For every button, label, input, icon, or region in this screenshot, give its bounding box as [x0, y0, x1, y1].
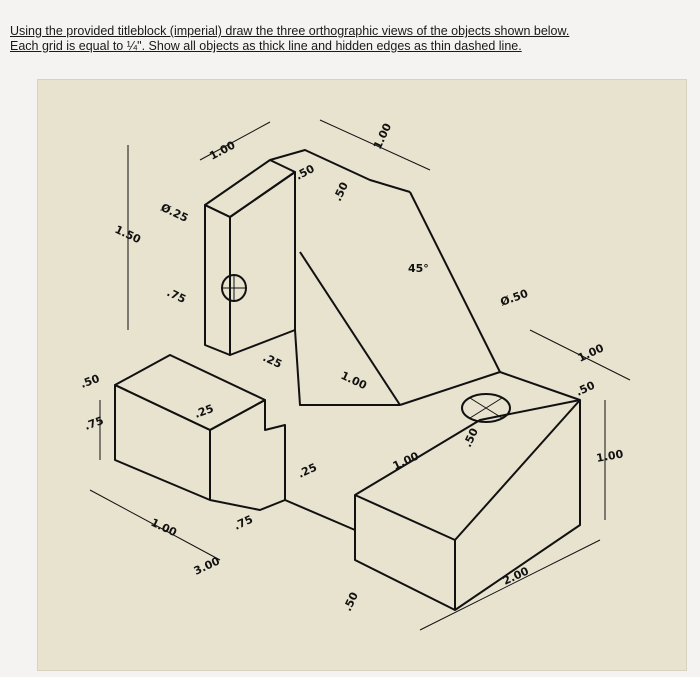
upright-left-face — [204, 204, 231, 356]
dim-hole-large: Ø.50 — [499, 287, 531, 309]
dim-slot-width: .50 — [293, 162, 317, 183]
slot-edge — [269, 149, 411, 193]
instruction-line-1: Using the provided titleblock (imperial)… — [10, 24, 570, 38]
dim-front-width: 1.00 — [391, 449, 421, 472]
left-block-step — [209, 399, 286, 511]
dim-top-width: 1.00 — [207, 138, 237, 162]
incline-left-edge — [299, 251, 401, 406]
right-block-edge — [354, 399, 581, 541]
dim-line-bottom-right — [419, 539, 601, 631]
dim-step-a: .25 — [261, 351, 284, 371]
dim-bottom-mid: .75 — [232, 513, 255, 533]
instruction-line-2: Each grid is equal to ¼". Show all objec… — [10, 39, 522, 53]
left-block-front — [114, 384, 211, 501]
center-base-edge — [284, 499, 356, 531]
dim-right-depth: 1.00 — [576, 341, 606, 364]
dim-angle: 45° — [408, 262, 429, 275]
object-outline — [114, 149, 581, 611]
dim-web-width: 1.00 — [339, 369, 369, 392]
big-hole-center-b — [469, 397, 503, 419]
dim-right-half: .50 — [574, 379, 597, 399]
upright-front-face — [229, 171, 296, 356]
dim-line-top — [199, 121, 271, 161]
dim-front-bottom: .50 — [341, 590, 361, 613]
incline-right-edge — [409, 191, 501, 373]
dim-hole-small: Ø.25 — [159, 201, 190, 225]
dim-line-top-right — [319, 119, 431, 171]
dimension-labels: 1.00 1.00 .50 .50 Ø.25 1.50 .75 45° Ø.50… — [79, 121, 625, 613]
dim-left-step: .50 — [79, 372, 102, 391]
left-block-top — [114, 354, 266, 431]
dimension-lines — [89, 119, 631, 631]
incline-base — [294, 329, 400, 406]
dim-left-low: .75 — [83, 414, 106, 433]
dim-right-height: 1.00 — [595, 447, 624, 465]
isometric-drawing-photo — [38, 80, 686, 670]
dim-slot-depth: .50 — [331, 180, 351, 203]
dim-center-gap: .25 — [296, 461, 319, 481]
right-block-outline — [354, 399, 581, 611]
dim-hole-offset: .75 — [165, 286, 188, 306]
dim-left-small: .25 — [193, 402, 216, 421]
dim-line-bottom-left — [89, 489, 221, 561]
right-block-top-back — [399, 371, 581, 406]
dim-left-base: 1.00 — [149, 516, 179, 539]
dim-overall-length: 2.00 — [501, 564, 531, 587]
large-hole — [461, 393, 511, 423]
upright-top-face — [204, 159, 296, 218]
dim-line-right-top — [529, 329, 631, 381]
dim-overall-depth: 3.00 — [192, 554, 222, 577]
dim-top-right: 1.00 — [371, 121, 394, 151]
instructions: Using the provided titleblock (imperial)… — [10, 24, 698, 54]
